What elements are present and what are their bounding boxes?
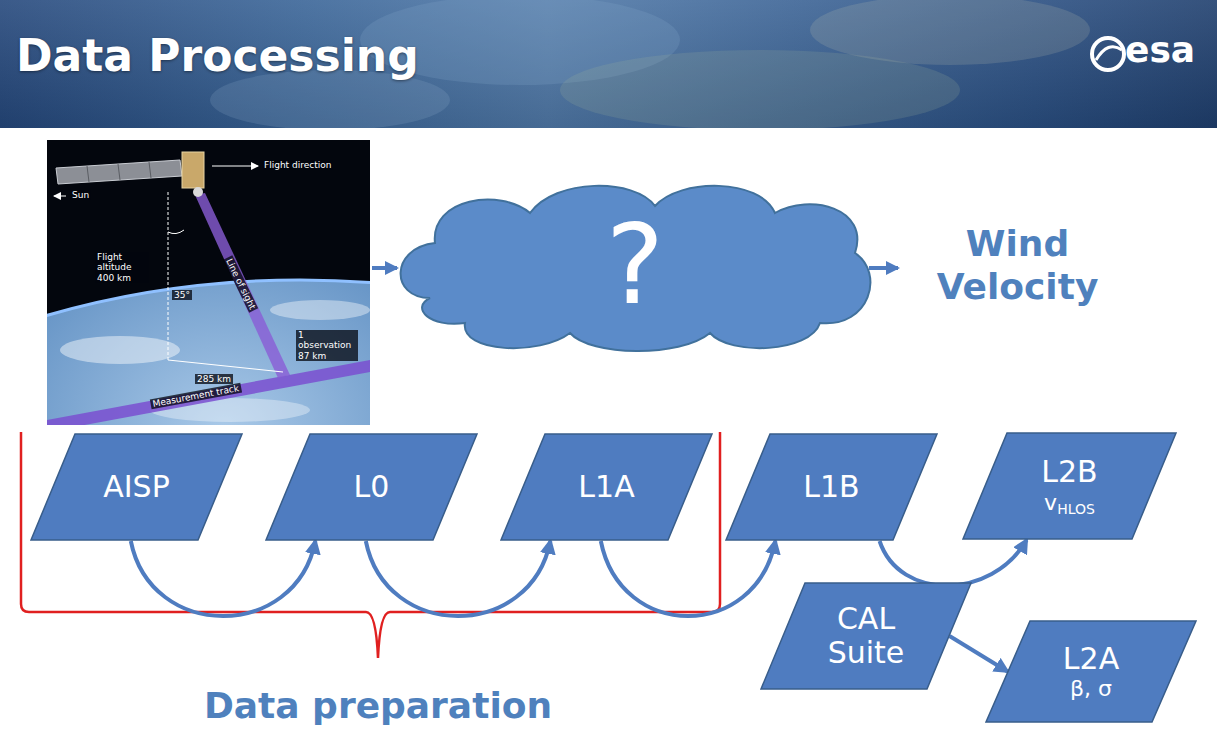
process-box: L2BvHLOS [962,432,1177,540]
box-text: CAL Suite [828,601,905,671]
process-box: CAL Suite [760,582,972,690]
land-mass [810,0,1090,65]
box-content: L2BvHLOS [962,432,1177,540]
header-banner: Data Processing [0,0,1217,128]
flow-arrow [131,541,316,616]
process-box: AISP [30,433,243,541]
earth [47,280,370,425]
box-text: L1B [803,469,859,504]
box-content: L0 [265,433,478,541]
box-content: CAL Suite [760,582,972,690]
box-content: L1A [500,433,713,541]
telescope [193,187,203,197]
text-line: L2B [1041,455,1097,490]
output-label: Wind Velocity [900,222,1135,308]
cloud-cover [270,300,370,320]
text-line: vHLOS [1041,490,1097,517]
figure-label: Flight direction [262,160,333,170]
box-text: L1A [578,469,634,504]
logo-text: esa [1125,30,1195,70]
slide-title: Data Processing [16,30,419,83]
measurement-track [47,360,370,425]
figure-label: Flight altitude 400 km [95,252,149,283]
box-text: ? [606,201,664,329]
text-line: L2A [1063,642,1119,677]
flow-arrow [869,266,898,270]
text-group: L1A [578,470,634,505]
figure-label: 1 observation 87 km [296,330,358,361]
process-box: L0 [265,433,478,541]
laser-beam [195,193,290,378]
flow-arrow [601,541,776,616]
parallelogram [986,621,1196,722]
group-bracket [21,432,720,658]
group-label: Data preparation [130,684,626,727]
text-line: β, σ [1063,676,1119,701]
sun-arrow [54,196,66,197]
box-text: L2A [1063,641,1119,676]
box-content: L2Aβ, σ [985,620,1197,723]
angle-arc [168,230,184,234]
parallelogram [31,434,242,540]
parallelogram [501,434,712,540]
solar-panel [56,160,182,184]
text-group: L2BvHLOS [1041,455,1097,517]
flow-arrow [950,636,1008,672]
cloud-cover [60,336,180,364]
distance-line [168,360,283,372]
altitude-line [168,192,169,360]
panel-grid [87,166,89,182]
text-group: L0 [354,470,390,505]
parallelogram [726,434,937,540]
panel-grid [149,162,151,178]
flow-arrow [366,541,551,616]
process-box: L2Aβ, σ [985,620,1197,723]
text-group: ? [606,202,664,329]
process-box: L1A [500,433,713,541]
figure-label: Sun [70,190,91,200]
box-content: AISP [30,433,243,541]
direction-arrow [212,166,258,167]
box-text: v [1044,490,1057,515]
logo-mark [1092,38,1124,70]
subscript-text: HLOS [1057,501,1095,517]
logo-mark [1096,47,1122,60]
flow-arrow [372,266,397,270]
figure-label: 285 km [195,374,233,384]
parallelogram [266,434,477,540]
panel-grid [118,164,120,180]
text-line: L1A [578,470,634,505]
figure-label: 35° [172,290,192,300]
text-line: AISP [103,470,170,505]
cloud-shape: ? [390,178,880,353]
box-content: ? [390,178,880,353]
box-text: L2B [1041,454,1097,489]
satellite-body [182,152,204,188]
box-content: L1B [725,433,938,541]
text-group: L2Aβ, σ [1063,642,1119,702]
box-text: AISP [103,469,170,504]
cloud-outline [401,186,871,351]
parallelogram [963,433,1176,539]
flow-arrow [880,540,1027,586]
text-group: CAL Suite [801,602,931,671]
text-line: L1B [803,470,859,505]
box-text: β, σ [1070,676,1112,701]
parallelogram [761,583,971,689]
text-line: ? [606,202,664,329]
text-line: L0 [354,470,390,505]
text-group: L1B [803,470,859,505]
box-text: L0 [354,469,390,504]
process-box: L1B [725,433,938,541]
satellite-illustration [47,140,370,425]
text-group: AISP [103,470,170,505]
text-line: CAL Suite [801,602,931,671]
